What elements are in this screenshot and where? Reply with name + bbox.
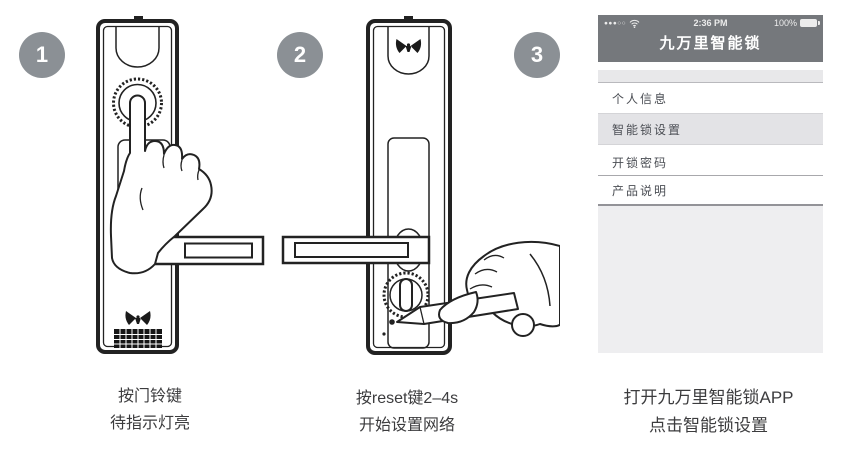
- step-3-caption: 打开九万里智能锁APP 点击智能锁设置: [586, 384, 831, 440]
- butterfly-logo-icon: [125, 311, 151, 325]
- step-2-badge: 2: [277, 32, 323, 78]
- menu-item-unlock-password[interactable]: 开锁密码: [598, 150, 823, 176]
- lock-back-drawing: [281, 16, 561, 355]
- doorbell-button: [112, 77, 163, 129]
- step-3-badge: 3: [514, 32, 560, 78]
- caption-line: 按门铃键: [117, 388, 182, 405]
- status-time: 2:36 PM: [693, 18, 728, 28]
- phone-status-bar: ●●●○○ 2:36 PM 100%: [598, 15, 823, 28]
- caption-line: 待指示灯亮: [109, 415, 190, 432]
- menu-item-product-info[interactable]: 产品说明: [598, 176, 823, 206]
- battery-icon: [800, 19, 821, 27]
- menu-divider: [598, 145, 823, 150]
- step-2-caption: 按reset键2–4s 开始设置网络: [307, 385, 507, 439]
- step1-illustration: [85, 12, 280, 362]
- subheader-strip: [598, 70, 823, 83]
- fingertip: [511, 313, 535, 337]
- caption-line: 开始设置网络: [358, 417, 455, 434]
- menu-item-personal-info[interactable]: 个人信息: [598, 83, 823, 113]
- reset-hole: [389, 319, 395, 325]
- caption-line: 按reset键2–4s: [355, 390, 459, 407]
- signal-dots-icon: ●●●○○: [604, 19, 627, 27]
- phone-header: ●●●○○ 2:36 PM 100% 九万里智能锁: [598, 15, 823, 62]
- caption-line: 点击智能锁设置: [649, 416, 768, 435]
- thumb: [438, 291, 479, 325]
- camera-housing: [115, 27, 160, 68]
- app-title: 九万里智能锁: [659, 35, 762, 52]
- pressing-hand: [109, 94, 213, 275]
- step2-illustration: [280, 12, 561, 367]
- menu-item-smartlock-settings[interactable]: 智能锁设置: [598, 113, 823, 145]
- caption-line: 打开九万里智能锁APP: [623, 388, 794, 407]
- phone-mockup: ●●●○○ 2:36 PM 100% 九万里智能锁 个人信息 智能锁设置 开锁密…: [598, 15, 823, 353]
- wifi-icon: [629, 19, 640, 28]
- door-handle: [281, 235, 431, 265]
- lock-front-drawing: [96, 16, 265, 354]
- step-1-caption: 按门铃键 待指示灯亮: [55, 383, 245, 437]
- step-1-badge: 1: [19, 32, 65, 78]
- butterfly-logo-icon: [395, 39, 422, 53]
- speaker-grille: [114, 329, 162, 348]
- content-panel: [598, 206, 823, 353]
- battery-percent: 100%: [773, 18, 798, 28]
